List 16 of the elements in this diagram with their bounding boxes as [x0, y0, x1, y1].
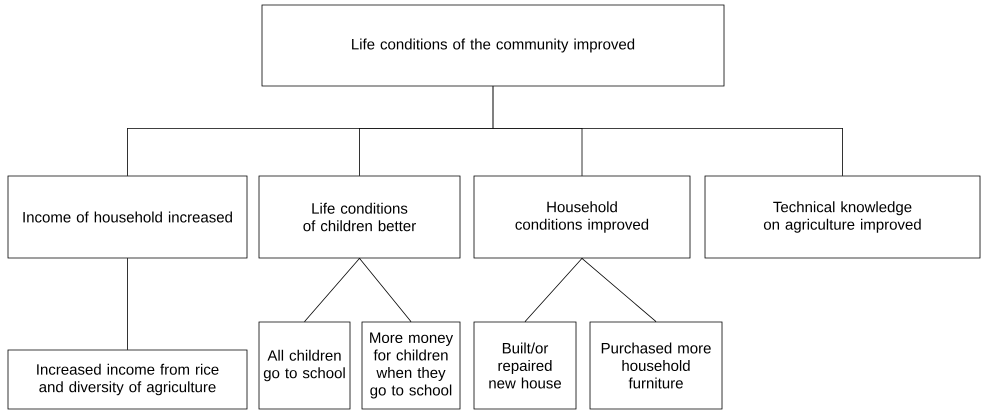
- box: Household conditions improved: [474, 176, 690, 258]
- connector-line: [127, 258, 128, 350]
- connector-line: [492, 86, 843, 176]
- connector-line: [304, 258, 360, 322]
- connector-line: [359, 258, 412, 322]
- connector-line: [582, 258, 656, 322]
- box: Purchased more household furniture: [590, 322, 722, 410]
- connector-line: [524, 258, 582, 322]
- box: More money for children when they go to school: [362, 322, 460, 410]
- box: Technical knowledge on agriculture improved: [704, 176, 980, 258]
- box: Income of household increased: [8, 176, 248, 258]
- box: Built/or repaired new house: [474, 322, 576, 410]
- box: Life conditions of children better: [258, 176, 460, 258]
- box: Life conditions of the community improved: [262, 4, 724, 86]
- box: Increased income from rice and diversity of agriculture: [8, 350, 248, 410]
- box: All children go to school: [258, 322, 350, 410]
